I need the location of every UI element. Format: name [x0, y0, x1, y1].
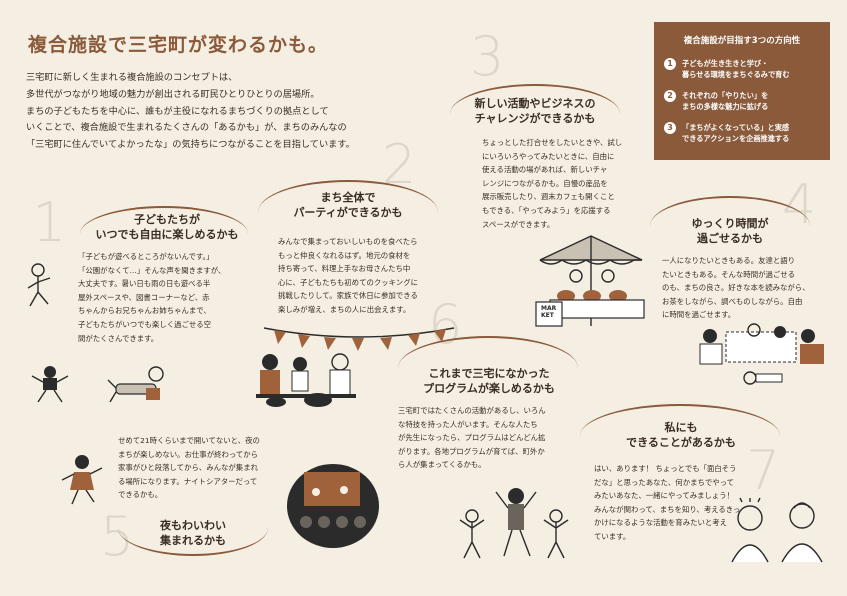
direction-number: 3 — [664, 122, 676, 134]
direction-number: 1 — [664, 58, 676, 70]
section-body-4: 一人になりたいときもある。友達と語り たいときもある。そんな時間が過ごせる のも… — [662, 256, 810, 320]
section-number-3: 3 — [470, 25, 505, 88]
running-girl-illustration — [61, 455, 103, 505]
two-people-illustration — [731, 497, 823, 563]
directions-box: 複合施設が目指す3つの方向性 1 子どもが生き生きと学び・ 暮らせる環境をまちぐ… — [654, 22, 830, 160]
section-title-2: まち全体で パーティができるかも — [293, 191, 403, 219]
section-arc — [80, 206, 248, 234]
section-arc — [650, 196, 810, 226]
section-body-6: 三宅町ではたくさんの活動があるし、いろん な特技を持った人がいます。そんな人たち… — [398, 406, 546, 470]
section-title-3: 新しい活動やビジネスの チャレンジができるかも — [474, 97, 596, 125]
direction-text: 子どもが生き生きと学び・ 暮らせる環境をまちぐるみで育む — [682, 59, 790, 79]
night-theater-illustration — [287, 464, 379, 548]
direction-number: 2 — [664, 90, 676, 102]
page-title: 複合施設で三宅町が変わるかも。 — [28, 34, 329, 56]
section-body-1: 「子どもが遊べるところがないんです。」 「公園がなくて…」そんな声を聞きますが、… — [78, 252, 226, 343]
section-body-7: はい、あります！ ちょっとでも「面白そう だな」と思ったあなた、何かまちでやって… — [594, 464, 741, 541]
section-arc — [580, 404, 780, 436]
direction-item: 2 それぞれの「やりたい」を まちの多様な魅力に拡げる — [664, 90, 824, 112]
direction-text: 「まちがよくなっている」と実感 できるアクションを企画推進する — [682, 123, 790, 143]
section-title-1: 子どもたちが いつでも自由に楽しめるかも — [95, 213, 239, 241]
section-body-3: ちょっとした打合せをしたいときや、試し にいろいろやってみたいときに、自由に 使… — [482, 138, 623, 229]
section-title-4: ゆっくり時間が 過ごせるかも — [691, 217, 769, 245]
directions-heading: 複合施設が目指す3つの方向性 — [683, 36, 801, 46]
section-title-6: これまで三宅になかった プログラムが楽しめるかも — [423, 367, 555, 395]
direction-text: それぞれの「やりたい」を まちの多様な魅力に拡げる — [682, 91, 769, 111]
section-number-1: 1 — [32, 191, 67, 254]
section-title-7: 私にも できることがあるかも — [626, 421, 736, 449]
jumping-child-illustration — [31, 366, 69, 403]
section-number-7: 7 — [746, 439, 781, 502]
section-arc — [450, 84, 620, 114]
cooking-people-illustration — [256, 353, 356, 407]
dance-program-illustration — [459, 488, 569, 559]
section-body-5: せめて21時くらいまで開いてないと、夜の まちが楽しめない。お仕事が終わってから… — [118, 436, 260, 500]
intro-text: 三宅町に新しく生まれる複合施設のコンセプトは、 多世代がつながり地域の魅力が創出… — [26, 72, 355, 151]
section-arc — [398, 336, 578, 368]
section-body-2: みんなで集まっておいしいものを食べたら もっと仲良くなれるはず。地元の食材を 持… — [278, 237, 418, 314]
market-sign: MAR KET — [541, 305, 557, 319]
market-stall-illustration — [535, 235, 645, 327]
bunting-illustration — [263, 327, 455, 351]
direction-item: 3 「まちがよくなっている」と実感 できるアクションを企画推進する — [664, 122, 824, 144]
reading-child-illustration — [107, 366, 164, 403]
relaxing-people-illustration — [699, 323, 824, 385]
running-child-illustration — [27, 263, 51, 307]
section-arc — [118, 528, 268, 556]
section-arc — [258, 180, 438, 212]
direction-item: 1 子どもが生き生きと学び・ 暮らせる環境をまちぐるみで育む — [664, 58, 824, 80]
